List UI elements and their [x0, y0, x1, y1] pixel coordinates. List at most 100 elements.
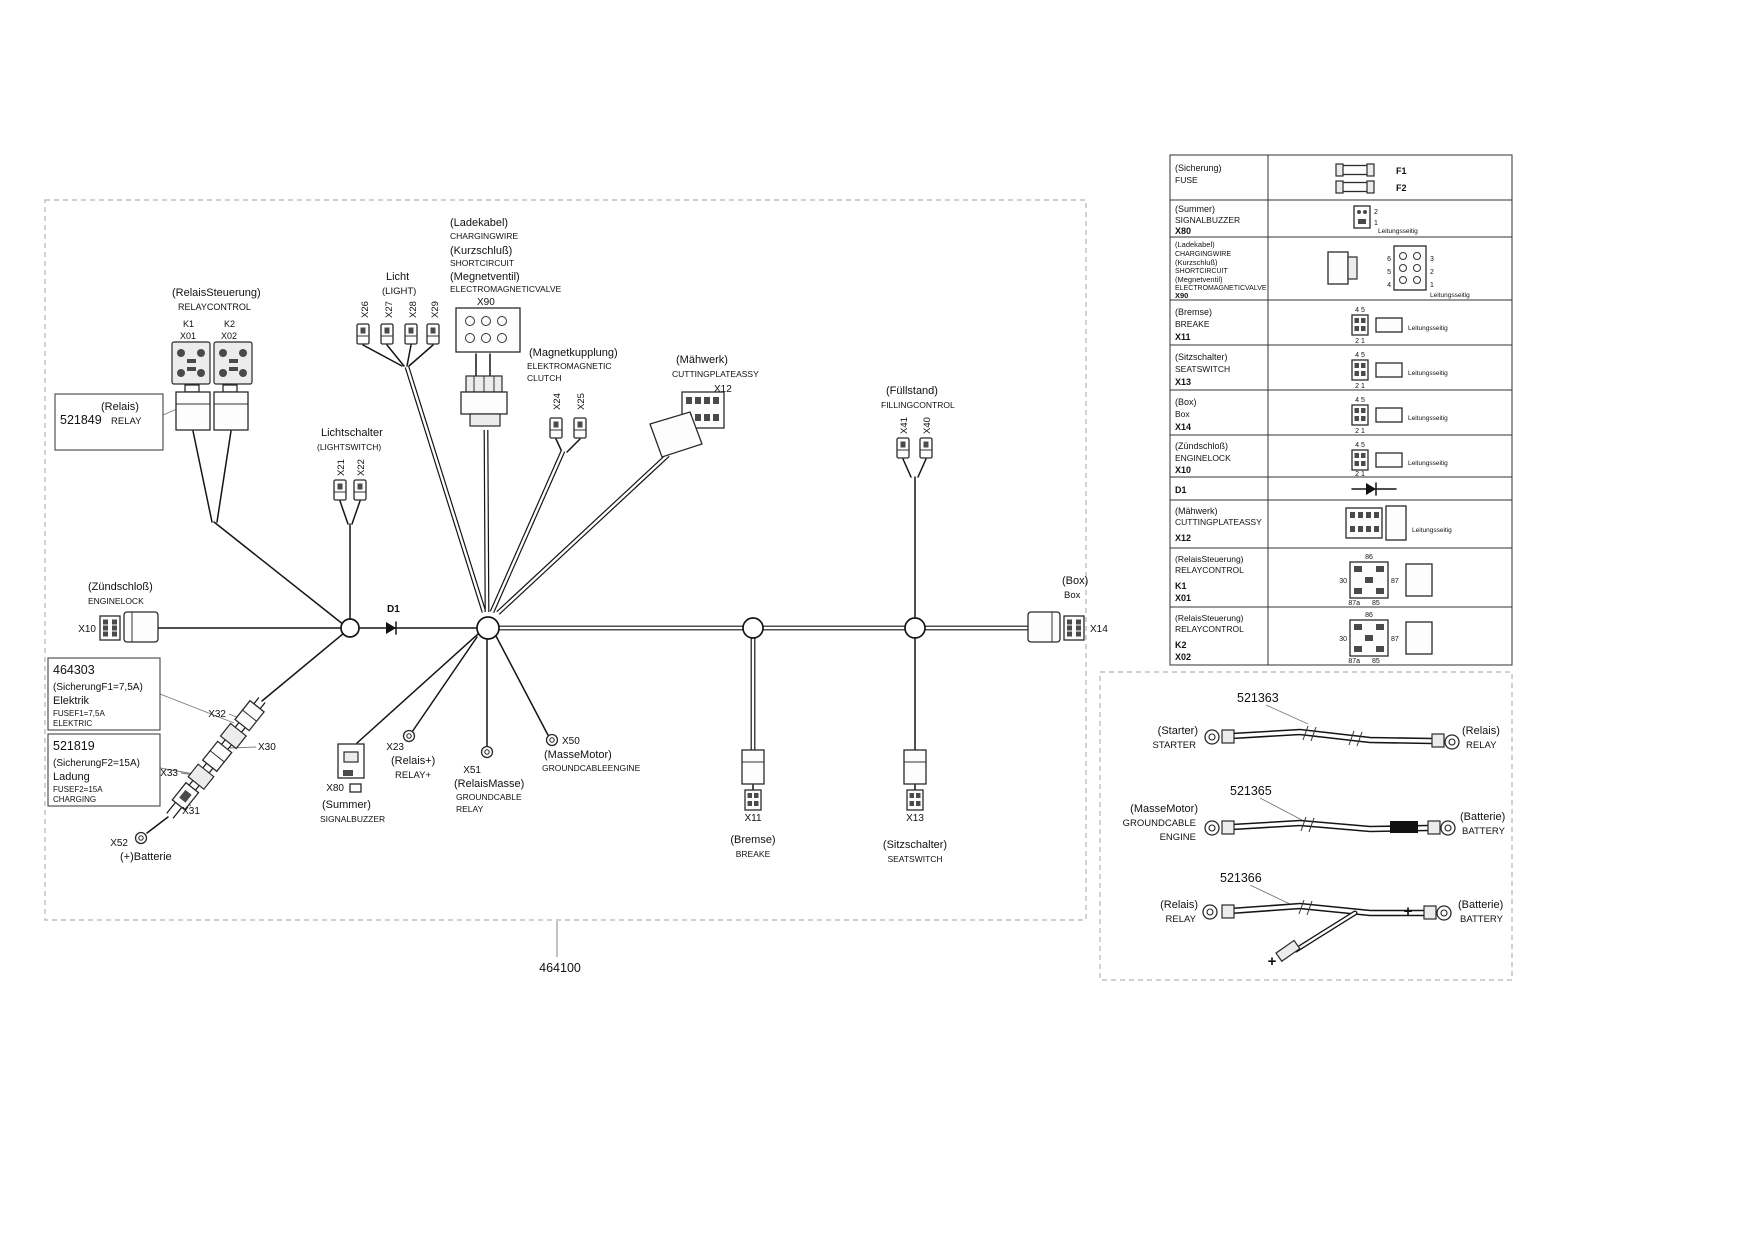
- light-switch-label-en: (LIGHTSWITCH): [317, 442, 381, 452]
- legend-box-de: (Box): [1175, 397, 1197, 407]
- relay-part-callout-box: [54, 393, 164, 451]
- filling-control-label-en: FILLINGCONTROL: [881, 400, 955, 410]
- relay-plus-label-en: RELAY+: [395, 770, 431, 781]
- legend-x90-pin4: 4: [1387, 282, 1391, 289]
- connector-x30-label: X30: [258, 742, 276, 753]
- legend-f1-label: F1: [1396, 166, 1407, 176]
- connector-x10-label: X10: [78, 624, 96, 635]
- legend-lock-pins-top: 4 5: [1355, 442, 1365, 449]
- legend-d1-label: D1: [1175, 485, 1187, 495]
- connector-x52-label: X52: [110, 838, 128, 849]
- charging-wire-label-en: CHARGINGWIRE: [450, 231, 518, 241]
- cable3-left-label-de: (Relais): [1160, 899, 1198, 911]
- legend-k1-en: RELAYCONTROL: [1175, 565, 1244, 575]
- legend-lock-plug-icon: [1375, 452, 1403, 468]
- legend-x90-pin2: 2: [1430, 269, 1434, 276]
- legend-k2-pin87a: 87a: [1348, 658, 1360, 665]
- legend-fuse-en: FUSE: [1175, 175, 1198, 185]
- cable2-part-number: 521365: [1230, 784, 1272, 798]
- engine-ground-label-en: GROUNDCABLEENGINE: [542, 763, 641, 773]
- connector-x27-label: X27: [384, 301, 395, 318]
- cable3-plus-main: +: [1404, 903, 1413, 920]
- legend-k2-pin30: 30: [1339, 636, 1347, 643]
- legend-x90-pin1: 1: [1430, 282, 1434, 289]
- engine-ground-label-de: (MasseMotor): [544, 749, 612, 761]
- cable1-right-label-en: RELAY: [1466, 740, 1497, 751]
- legend-lock-icon: [1351, 449, 1369, 471]
- legend-f2-label: F2: [1396, 183, 1407, 193]
- box-connector-symbol: [1027, 611, 1085, 643]
- junction-node-a: [340, 618, 360, 638]
- connector-x90-label: X90: [477, 297, 495, 308]
- short-circuit-label-en: SHORTCIRCUIT: [450, 258, 514, 268]
- box-label-en: Box: [1064, 590, 1081, 601]
- harness-part-number: 464100: [539, 961, 581, 975]
- connector-x11-label: X11: [744, 813, 761, 824]
- legend-d1-icon: [1351, 482, 1397, 496]
- legend-cut-en: CUTTINGPLATEASSY: [1175, 517, 1262, 527]
- relay-label-en: RELAY: [111, 416, 142, 427]
- legend-k1-pin86: 86: [1365, 554, 1373, 561]
- fuse1-callout-box: [47, 657, 161, 731]
- relay-ground-label-en2: RELAY: [456, 804, 484, 814]
- connector-x22-label: X22: [356, 459, 367, 476]
- legend-k1-de: (RelaisSteuerung): [1175, 554, 1244, 564]
- connector-x24-label: X24: [552, 393, 563, 410]
- legend-lock-pins-bot: 2 1: [1355, 471, 1365, 478]
- legend-box-plug-icon: [1375, 407, 1403, 423]
- harness-labels: (RelaisSteuerung) RELAYCONTROL K1 X01 K2…: [53, 217, 1108, 975]
- fuse2-label-ladung: Ladung: [53, 771, 90, 783]
- legend-seat-en: SEATSWITCH: [1175, 364, 1230, 374]
- legend-brake-plug-icon: [1375, 317, 1403, 333]
- cable2-drawing: [1204, 816, 1456, 836]
- legend-brake-pins-bot: 2 1: [1355, 338, 1365, 345]
- charging-wire-label-de: (Ladekabel): [450, 217, 508, 229]
- connector-x21-label: X21: [336, 459, 347, 476]
- buzzer-label-en: SIGNALBUZZER: [320, 814, 385, 824]
- legend-seat-pins-top: 4 5: [1355, 352, 1365, 359]
- clutch-label-en1: ELEKTROMAGNETIC: [527, 361, 612, 371]
- legend-cut-wireside: Leitungsseitig: [1412, 527, 1452, 534]
- battery-ring-terminal: [134, 831, 148, 845]
- cable3-right-label-de: (Batterie): [1458, 899, 1503, 911]
- diode-d1-label: D1: [387, 604, 400, 615]
- magnet-valve-label-en: ELECTROMAGNETICVALVE: [450, 284, 561, 294]
- connector-x13-label: X13: [906, 813, 924, 824]
- legend-x90-conn: X90: [1175, 291, 1188, 300]
- legend-x90-pin6: 6: [1387, 256, 1391, 263]
- cutting-plate-label-de: (Mähwerk): [676, 354, 728, 366]
- brake-label-en: BREAKE: [736, 849, 771, 859]
- legend-fuse-de: (Sicherung): [1175, 163, 1222, 173]
- cable3-part-number: 521366: [1220, 871, 1262, 885]
- legend-x90-pin5: 5: [1387, 269, 1391, 276]
- seat-switch-label-en: SEATSWITCH: [887, 854, 942, 864]
- connector-x32-label: X32: [208, 709, 226, 720]
- legend-x90-pin3: 3: [1430, 256, 1434, 263]
- cable2-left-label-en2: ENGINE: [1160, 832, 1196, 843]
- relay-plus-ring-terminal: [402, 729, 416, 743]
- legend-k2-en: RELAYCONTROL: [1175, 624, 1244, 634]
- engine-lock-label-en: ENGINELOCK: [88, 596, 144, 606]
- legend-box-icon: [1351, 404, 1369, 426]
- legend-x90-face-icon: [1393, 245, 1427, 291]
- magnet-valve-label-de: (Megnetventil): [450, 271, 520, 283]
- legend-box-pins-top: 4 5: [1355, 397, 1365, 404]
- connector-x28-label: X28: [408, 301, 419, 318]
- connector-x41-label: X41: [899, 417, 910, 434]
- cable2-left-label-en1: GROUNDCABLE: [1123, 818, 1196, 829]
- legend-buzzer-pin2: 2: [1374, 209, 1378, 216]
- connector-x12-label: X12: [714, 384, 732, 395]
- box-label-de: (Box): [1062, 575, 1088, 587]
- cutting-plate-connector-symbol: [649, 391, 725, 458]
- legend-x90-en2: SHORTCIRCUIT: [1175, 268, 1228, 275]
- legend-cut-icon: [1345, 505, 1407, 541]
- main-harness-region-border: [44, 199, 1087, 921]
- fuse2-label-en2: CHARGING: [53, 795, 96, 804]
- relay-ground-label-en1: GROUNDCABLE: [456, 792, 522, 802]
- relay-control-label-de: (RelaisSteuerung): [172, 287, 261, 299]
- diode-symbol: [386, 621, 397, 635]
- relay-x01-label: X01: [180, 331, 196, 341]
- relay-bodies: [175, 384, 249, 431]
- cable1-left-label-de: (Starter): [1158, 725, 1198, 737]
- connector-x26-label: X26: [360, 301, 371, 318]
